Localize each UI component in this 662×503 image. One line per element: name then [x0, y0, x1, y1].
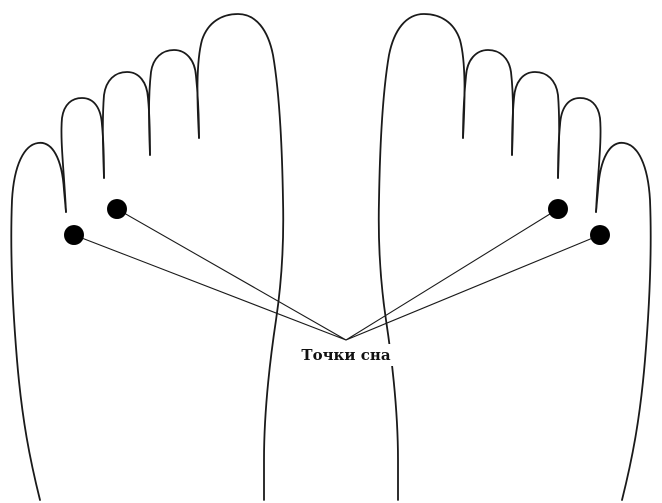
right-foot [379, 14, 651, 500]
left-toe-2 [149, 50, 199, 155]
sleep-point-left-outer [64, 225, 84, 245]
left-toe-3 [103, 72, 150, 178]
right-toe-2 [463, 50, 513, 155]
sleep-points [64, 199, 610, 245]
pointer-line-right-outer [346, 235, 600, 340]
sleep-point-left-inner [107, 199, 127, 219]
right-toe-4 [558, 98, 601, 212]
left-foot-outer-edge [11, 143, 66, 500]
right-foot-outer-edge [596, 143, 651, 500]
right-big-toe [379, 14, 465, 500]
pointer-line-left-outer [74, 235, 346, 340]
pointer-lines [74, 209, 600, 340]
sleep-point-right-inner [548, 199, 568, 219]
pointer-line-right-inner [346, 209, 558, 340]
left-foot [11, 14, 283, 500]
left-big-toe [197, 14, 283, 500]
pointer-line-left-inner [117, 209, 346, 340]
sleep-point-right-outer [590, 225, 610, 245]
caption-label: Точки сна [301, 346, 390, 364]
left-toe-4 [61, 98, 104, 212]
right-toe-3 [512, 72, 559, 178]
